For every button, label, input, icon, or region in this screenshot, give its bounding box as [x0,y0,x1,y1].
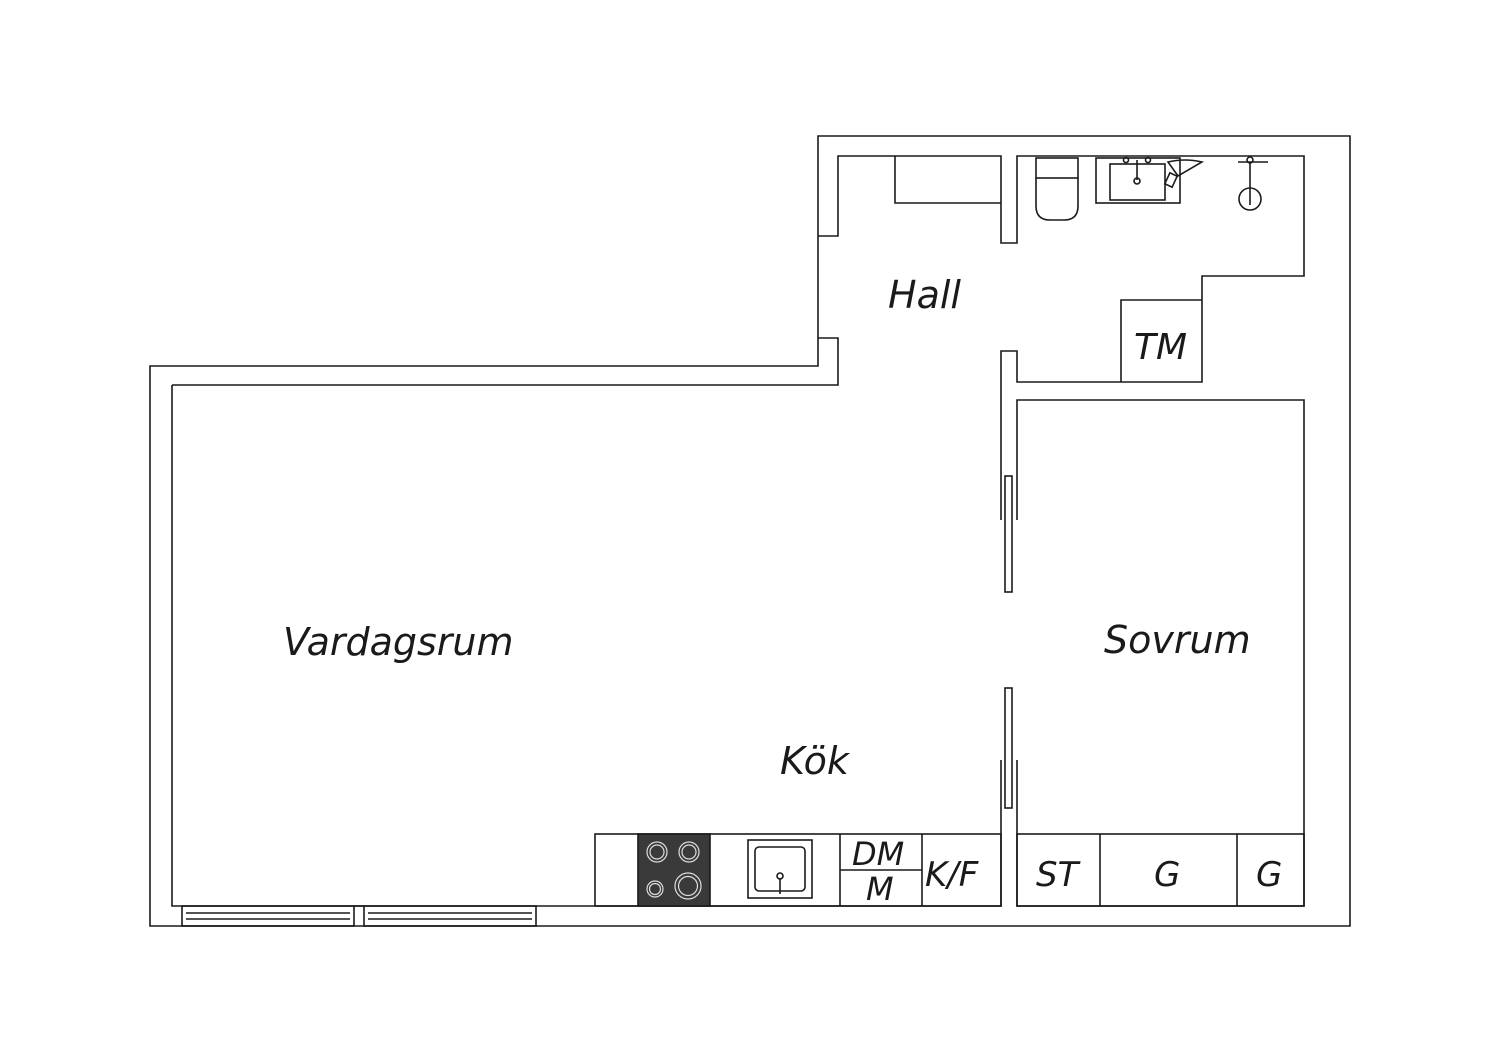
kitchen-counter [594,833,1002,907]
wardrobe-row [1016,833,1305,907]
hall-shelf [894,156,1001,204]
room-label-vardagsrum: Vardagsrum [283,620,514,664]
room-label-sovrum: Sovrum [1104,618,1251,662]
sliding-door [1004,475,1013,593]
inner-wall [818,155,1305,520]
fixture-label-dm: DM [852,835,905,873]
bathroom-sink-icon [1095,156,1205,204]
room-label-kok: Kök [780,739,849,783]
inner-wall [172,337,839,386]
fixture-label-tm: TM [1134,327,1188,368]
tm-closet [1120,299,1202,382]
room-label-hall: Hall [888,273,961,317]
sliding-door [1004,687,1013,809]
window-icon [181,905,537,927]
fixture-label-m: M [866,870,894,908]
stove-icon [637,833,711,907]
outer-wall [149,135,1351,927]
kitchen-sink-icon [747,839,813,899]
fixture-label-g1: G [1154,855,1181,895]
fixture-label-kf: K/F [925,855,979,895]
toilet-icon [1035,157,1079,221]
fixture-label-g2: G [1256,855,1283,895]
fixture-label-st: ST [1036,855,1079,895]
shower-icon [1238,156,1268,211]
